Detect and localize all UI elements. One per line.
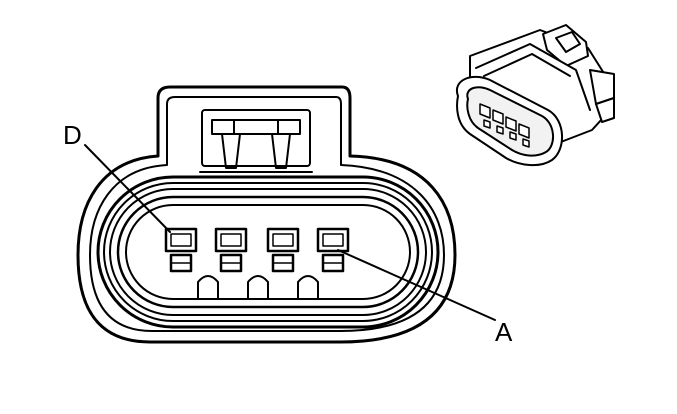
callout-label-a: A: [495, 317, 513, 347]
terminal-cavity-c: [214, 227, 248, 273]
terminal-cavity-d: [164, 227, 198, 273]
terminal-cavity-b: [266, 227, 300, 273]
callout-label-d: D: [63, 120, 82, 150]
connector-face-view: [76, 85, 496, 344]
connector-outer-shell: [76, 85, 457, 344]
face-rings: [96, 175, 440, 329]
leader-line-a: [337, 249, 496, 321]
keying-ribs: [197, 275, 319, 300]
iso-terminal-cavities: [479, 103, 530, 148]
connector-isometric-view: [455, 24, 615, 166]
connector-outer-shell-inner: [89, 96, 445, 332]
leader-line-d: [84, 144, 171, 233]
lock-tab: [199, 109, 313, 173]
terminal-cavity-a: [316, 227, 350, 273]
